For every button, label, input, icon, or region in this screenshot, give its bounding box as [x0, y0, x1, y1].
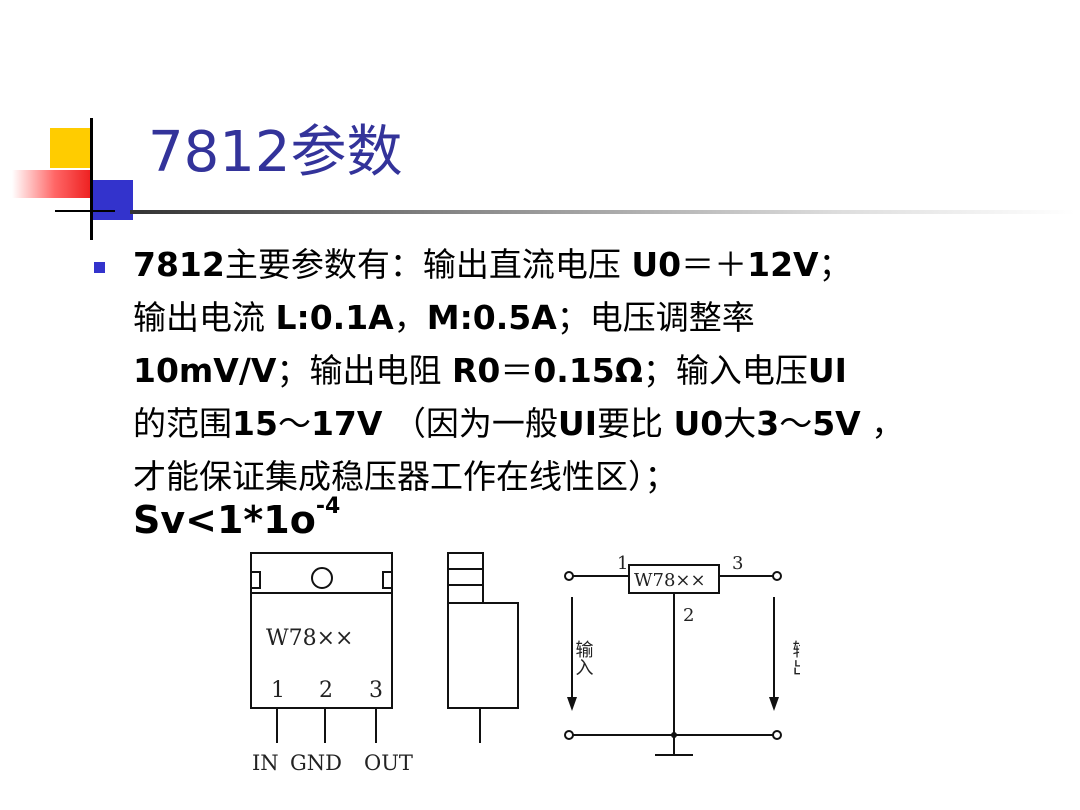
blue-square-decoration [91, 180, 133, 220]
pin-number-3: 3 [369, 678, 383, 703]
horizontal-line-decoration [55, 210, 115, 212]
junction-dot [671, 732, 677, 738]
text-run: ＝＋ [681, 245, 748, 284]
sv-base: Sv<1*1o [133, 498, 316, 542]
title-underline [130, 210, 1075, 214]
sv-formula: Sv<1*1o-4 [133, 494, 340, 542]
text-run: 大 [723, 404, 757, 443]
output-terminal-top [772, 571, 782, 581]
body-line: 10mV/V；输出电阻 R0＝0.15Ω；输入电压UI [133, 344, 1073, 397]
input-arrow-head [567, 697, 577, 711]
pin-name-gnd: GND [290, 751, 342, 775]
pin-number-2: 2 [319, 678, 333, 703]
text-run: 3 [756, 404, 780, 443]
regulator-diagram: W78×× 1 2 3 IN GND OUT W78×× 1 2 3 输入 输出 [250, 552, 801, 775]
text-run: 主要参数有：输出直流电压 [224, 245, 632, 284]
red-bar-decoration [12, 170, 90, 198]
text-run: （因为一般 [382, 404, 558, 443]
body-line: 7812主要参数有：输出直流电压 U0＝＋12V； [133, 238, 1073, 291]
side-view-body [447, 602, 519, 709]
side-view-tab [447, 552, 484, 604]
circuit-pin-3: 3 [732, 553, 743, 574]
text-run: 17V [310, 404, 383, 443]
text-run: M:0.5A [426, 298, 557, 337]
text-run: 要比 [596, 404, 674, 443]
body-text: 7812主要参数有：输出直流电压 U0＝＋12V；输出电流 L:0.1A，M:0… [133, 238, 1073, 503]
text-run: ， [393, 298, 427, 337]
input-label: 输入 [573, 640, 594, 676]
body-line: 的范围15～17V （因为一般UI要比 U0大3～5V ， [133, 397, 1073, 450]
body-line: 才能保证集成稳压器工作在线性区）； [133, 450, 1073, 503]
text-run: UI [557, 404, 597, 443]
circuit-pin-2: 2 [683, 605, 694, 626]
input-terminal-bottom [564, 730, 574, 740]
text-run: U0 [631, 245, 682, 284]
input-terminal-top [564, 571, 574, 581]
body-line: 输出电流 L:0.1A，M:0.5A；电压调整率 [133, 291, 1073, 344]
pin-number-1: 1 [271, 678, 285, 703]
text-run: 才能保证集成稳压器工作在线性区）； [133, 457, 678, 496]
text-run: 7812 [133, 245, 225, 284]
bullet-square-icon [94, 262, 105, 273]
text-run: 12V [747, 245, 819, 284]
vertical-line-decoration [90, 118, 93, 240]
slide-title: 7812参数 [148, 120, 403, 185]
yellow-square-decoration [50, 128, 90, 168]
circuit-pin-1: 1 [617, 553, 628, 574]
package-label: W78×× [266, 626, 353, 651]
text-run: ；电压调整率 [556, 298, 755, 337]
package-notch-left [250, 571, 261, 589]
text-run: ～ [277, 404, 311, 443]
text-run: ＝ [500, 351, 534, 390]
text-run: ；输出电阻 [276, 351, 452, 390]
text-run: ；输入电压 [642, 351, 808, 390]
text-run: L:0.1A [275, 298, 394, 337]
pin-name-in: IN [252, 751, 279, 775]
sv-exponent: -4 [315, 494, 341, 520]
mounting-hole-icon [311, 567, 333, 589]
package-body [250, 552, 393, 709]
circuit-label: W78×× [634, 570, 706, 591]
output-label: 输出 [790, 640, 801, 676]
text-run: UI [807, 351, 847, 390]
text-run: ～ [779, 404, 813, 443]
text-run: R0 [451, 351, 501, 390]
output-terminal-bottom [772, 730, 782, 740]
text-run: 10mV/V [133, 351, 277, 390]
text-run: 的范围 [133, 404, 232, 443]
text-run: 输出电流 [133, 298, 276, 337]
package-notch-right [382, 571, 393, 589]
text-run: 0.15Ω [533, 351, 643, 390]
text-run: ； [818, 245, 852, 284]
text-run: 15 [232, 404, 278, 443]
text-run: U0 [673, 404, 724, 443]
text-run: ， [860, 404, 905, 443]
text-run: 5V [812, 404, 861, 443]
output-arrow-head [769, 697, 779, 711]
pin-name-out: OUT [364, 751, 413, 775]
